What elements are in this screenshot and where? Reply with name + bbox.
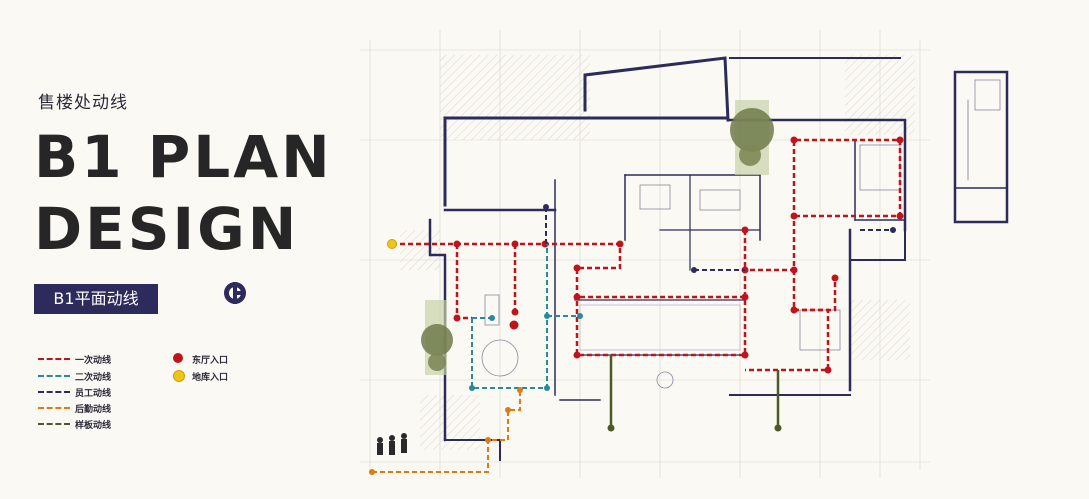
- route-showroom-nodes: [607, 424, 782, 432]
- plan-badge: B1平面动线: [34, 284, 158, 314]
- legend-dot-swatch: [173, 370, 185, 382]
- walls: [428, 56, 1009, 461]
- plan-subtitle: 售楼处动线: [38, 93, 128, 113]
- route-primary-nodes: [453, 136, 904, 374]
- plan-title-line1: B1 PLAN: [34, 123, 333, 191]
- legend-label: 样板动线: [75, 421, 112, 431]
- garage-entrance-marker: [387, 239, 397, 249]
- route-service-nodes: [369, 387, 523, 475]
- legend-label: 东厅入口: [192, 356, 229, 366]
- route-staff-nodes: [543, 204, 896, 273]
- plan-title-line2: DESIGN: [34, 195, 300, 263]
- legend-label: 后勤动线: [75, 405, 112, 415]
- legend-line-swatch: [38, 358, 70, 360]
- route-showroom: [609, 355, 780, 428]
- legend-label: 二次动线: [75, 373, 112, 383]
- furniture: [481, 79, 1001, 389]
- legend-line-swatch: [38, 423, 70, 425]
- route-staff: [545, 207, 893, 271]
- legend-label: 员工动线: [75, 389, 112, 399]
- legend-dot-swatch: [173, 353, 183, 363]
- legend-line-swatch: [38, 375, 70, 377]
- legend-label: 地库入口: [192, 373, 229, 383]
- route-secondary: [471, 244, 580, 389]
- north-compass-icon: [224, 282, 246, 304]
- route-secondary-nodes: [469, 313, 583, 391]
- legend-label: 一次动线: [75, 356, 112, 366]
- people-figures: [377, 433, 407, 455]
- hatched-zones: [400, 55, 915, 450]
- legend-line-swatch: [38, 407, 70, 409]
- legend-line-swatch: [38, 391, 70, 393]
- route-service: [372, 390, 521, 473]
- landscape: [421, 100, 774, 375]
